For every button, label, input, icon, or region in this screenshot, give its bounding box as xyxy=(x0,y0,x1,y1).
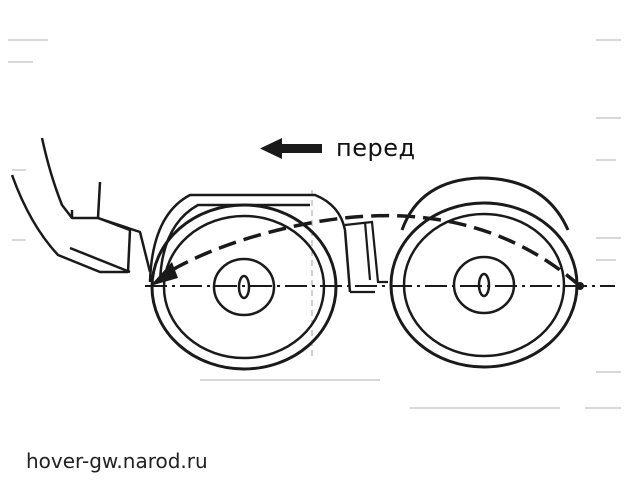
rear-wheel xyxy=(389,176,579,369)
suspension-bracket xyxy=(344,220,388,294)
front-direction-arrow-icon xyxy=(260,138,322,159)
movement-arc xyxy=(150,213,584,290)
front-fender xyxy=(148,193,352,293)
front-direction-label: перед xyxy=(336,134,416,162)
arc-arrowhead-icon xyxy=(150,262,178,286)
faint-background-text xyxy=(8,39,621,409)
vehicle-body-outline xyxy=(10,137,152,274)
arc-start-point xyxy=(576,282,584,290)
watermark-text: hover-gw.narod.ru xyxy=(26,449,208,473)
